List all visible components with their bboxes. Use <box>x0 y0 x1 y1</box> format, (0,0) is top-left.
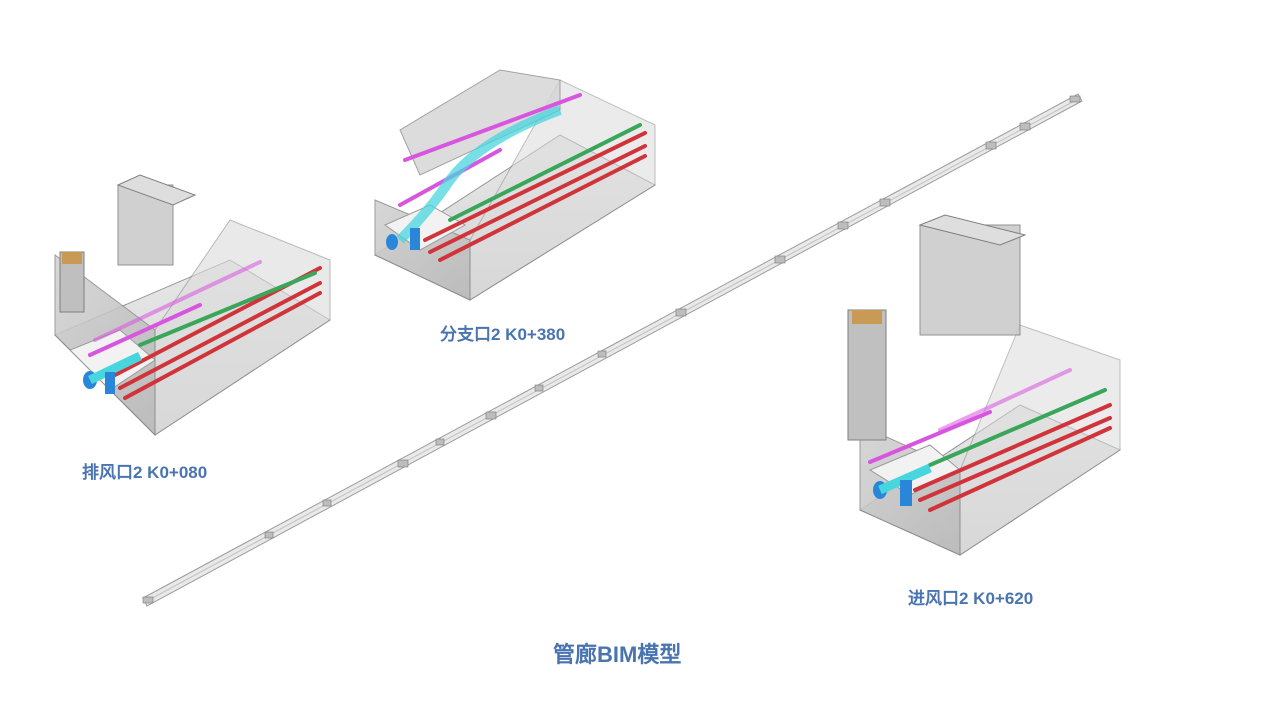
branch-opening-model <box>373 69 657 301</box>
intake-vent-model <box>847 214 1122 556</box>
exhaust-vent-label: 排风口2 K0+080 <box>82 463 208 482</box>
tunnel-corridor-model <box>142 93 1083 607</box>
intake-vent-label: 进风口2 K0+620 <box>908 589 1034 608</box>
slide-title: 管廊BIM模型 <box>553 642 682 667</box>
exhaust-vent-model <box>54 174 331 437</box>
branch-opening-label: 分支口2 K0+380 <box>440 325 566 344</box>
